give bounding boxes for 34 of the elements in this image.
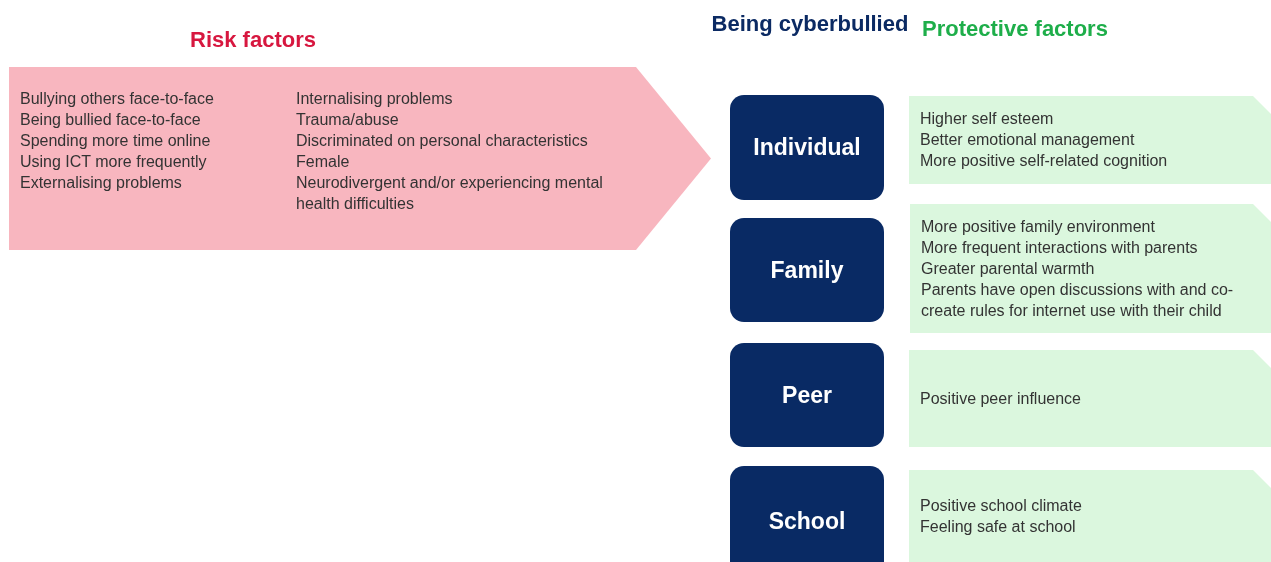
category-label: School bbox=[768, 507, 846, 535]
risk-factor-text: Neurodivergent and/or experiencing mental health difficulties bbox=[296, 173, 604, 214]
protective-factor-text: Positive peer influence bbox=[920, 389, 1082, 409]
section-heading: Being cyberbullied bbox=[710, 10, 910, 38]
category-label: Peer bbox=[782, 381, 832, 409]
protective-factor-text: Better emotional management bbox=[920, 129, 1136, 150]
protective-factor-text: Positive school climate bbox=[920, 496, 1083, 516]
category-label: Individual bbox=[753, 134, 861, 161]
risk-factor-text: Being bullied face-to-face bbox=[20, 110, 202, 130]
risk-factor-text: Female bbox=[296, 152, 351, 172]
risk-factor-text: Trauma/abuse bbox=[296, 110, 400, 130]
section-heading: Risk factors bbox=[189, 26, 317, 54]
protective-factors-panel bbox=[909, 470, 1271, 562]
risk-factor-text: Externalising problems bbox=[20, 173, 183, 193]
protective-factor-text: Parents have open discussions with and co-create rules for internet use with their child bbox=[921, 280, 1235, 321]
risk-factor-text: Using ICT more frequently bbox=[20, 152, 208, 172]
protective-factors-panel bbox=[909, 350, 1271, 447]
protective-factor-text: Higher self esteem bbox=[920, 108, 1055, 129]
category-box bbox=[730, 218, 884, 322]
protective-factor-text: Greater parental warmth bbox=[921, 259, 1096, 279]
category-box bbox=[730, 466, 884, 562]
protective-factors-panel bbox=[909, 96, 1271, 184]
protective-factors-panel bbox=[910, 204, 1271, 333]
category-box bbox=[730, 343, 884, 447]
risk-factor-text: Discriminated on personal characteristics bbox=[296, 131, 589, 151]
protective-factor-text: More positive self-related cognition bbox=[920, 150, 1169, 171]
risk-factor-text: Bullying others face-to-face bbox=[20, 89, 215, 109]
category-label: Family bbox=[770, 256, 844, 284]
risk-factor-text: Spending more time online bbox=[20, 131, 212, 151]
protective-factor-text: More positive family environment bbox=[921, 217, 1156, 237]
protective-factor-text: Feeling safe at school bbox=[920, 517, 1077, 537]
category-box bbox=[730, 95, 884, 200]
protective-factor-text: More frequent interactions with parents bbox=[921, 238, 1199, 258]
risk-factor-text: Internalising problems bbox=[296, 89, 454, 109]
